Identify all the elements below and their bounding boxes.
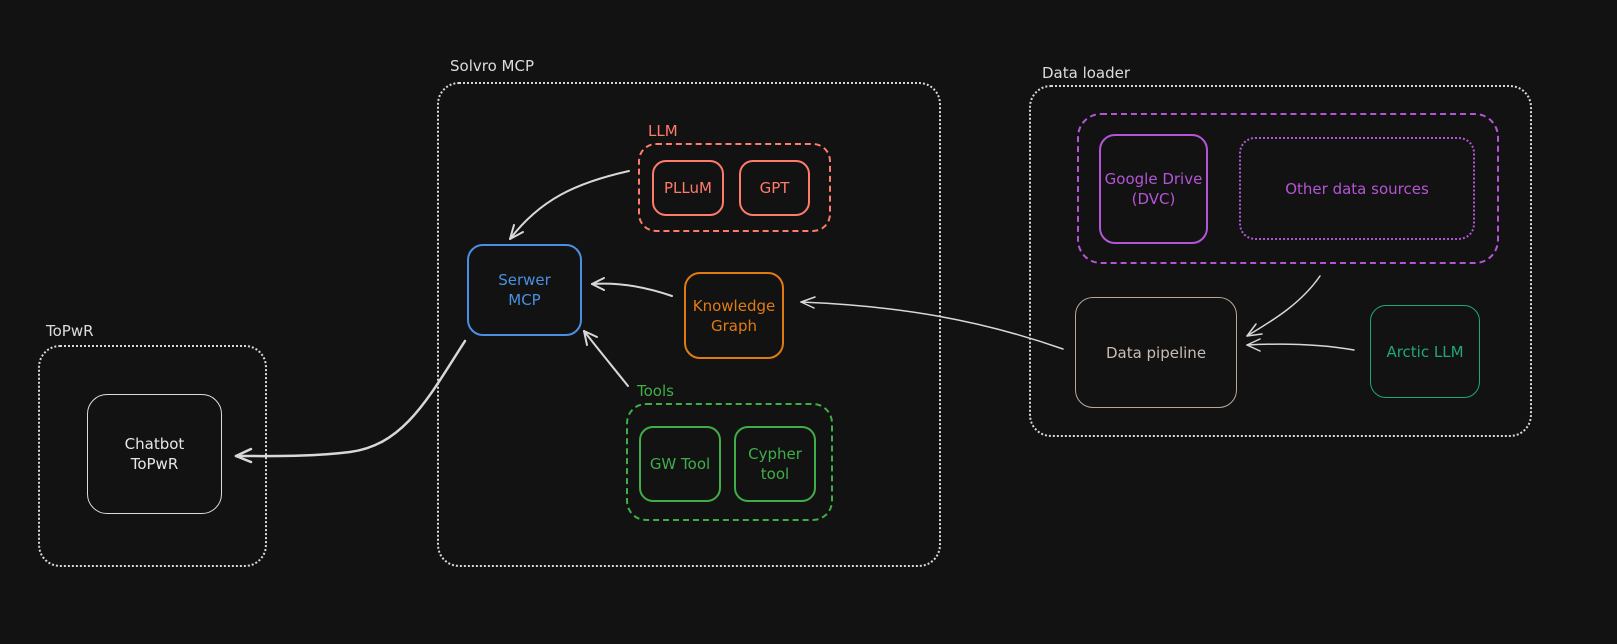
- arrow-llm-to-serwer-head: [509, 224, 524, 240]
- arrow-tools-to-serwer-head: [583, 330, 598, 346]
- arrow-sources-to-pipeline: [1246, 275, 1321, 337]
- pllum-node: PLLuM: [652, 160, 724, 216]
- solvro-mcp-group: [437, 82, 941, 567]
- arrow-llm-to-serwer: [509, 170, 630, 240]
- arrow-tools-to-serwer: [583, 330, 629, 387]
- arrow-knowledge-to-serwer-head: [591, 277, 605, 291]
- arrow-pipeline-to-knowledge: [800, 301, 1064, 350]
- serwer-mcp-node: Serwer MCP: [467, 244, 582, 336]
- gpt-node: GPT: [739, 160, 810, 216]
- arrow-knowledge-to-serwer: [591, 282, 673, 297]
- tools-group-label: Tools: [637, 382, 674, 400]
- data-loader-group: [1029, 85, 1532, 437]
- arrow-pipeline-to-knowledge-head: [800, 296, 816, 309]
- arrow-serwer-to-chatbot: [234, 339, 467, 458]
- arrow-serwer-to-chatbot-head: [234, 447, 253, 464]
- data-loader-group-label: Data loader: [1042, 64, 1131, 82]
- data-pipeline-node: Data pipeline: [1075, 297, 1237, 408]
- gw-tool-node: GW Tool: [639, 426, 721, 502]
- topwr-group-label: ToPwR: [46, 322, 94, 340]
- chatbot-topwr-node: Chatbot ToPwR: [87, 394, 222, 514]
- tools-group: [626, 403, 833, 521]
- arrow-arctic-to-pipeline: [1246, 343, 1355, 351]
- data-sources-group: [1077, 113, 1499, 264]
- cypher-tool-node: Cypher tool: [734, 426, 816, 502]
- arctic-llm-node: Arctic LLM: [1370, 305, 1480, 398]
- google-drive-node: Google Drive (DVC): [1099, 134, 1208, 244]
- arrow-arctic-to-pipeline-head: [1246, 338, 1261, 352]
- llm-group: [638, 143, 831, 232]
- other-data-sources-node: Other data sources: [1239, 137, 1475, 240]
- knowledge-graph-node: Knowledge Graph: [684, 272, 784, 359]
- arrow-sources-to-pipeline-head: [1246, 323, 1263, 337]
- solvro-mcp-group-label: Solvro MCP: [450, 57, 534, 75]
- llm-group-label: LLM: [648, 122, 678, 140]
